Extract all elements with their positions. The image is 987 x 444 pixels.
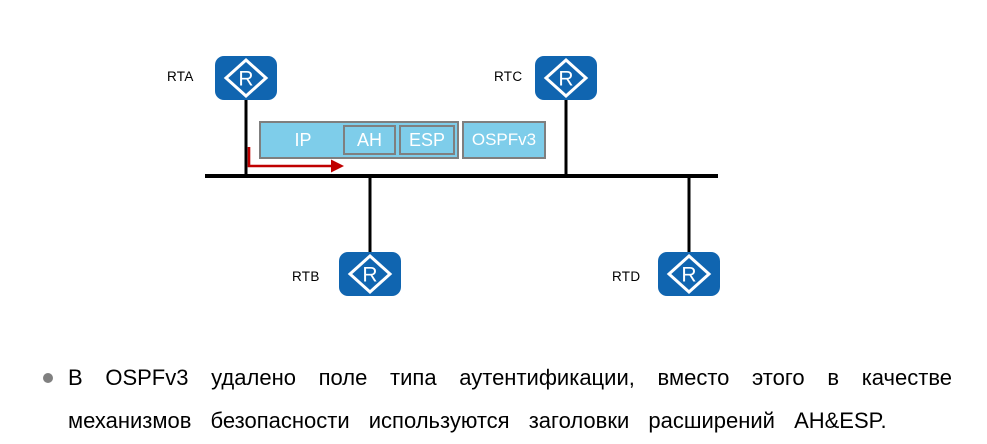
packet-segment-ip: IP [294,129,312,150]
router-rtb: R [339,252,401,296]
packet-segment-esp: ESP [399,125,455,155]
bullet-icon [43,373,53,383]
router-rtd: R [658,252,720,296]
bullet-line-2: механизмов безопасности используются заг… [68,408,887,433]
packet-segment-ah: AH [343,125,396,155]
router-icon-diamond [347,253,393,295]
router-icon: R [535,56,597,100]
router-label-rtb: RTB [292,269,320,284]
router-icon-body [658,252,720,296]
router-label-rta: RTA [167,69,194,84]
packet-flow-arrow-head [331,159,344,173]
router-rta: R [215,56,277,100]
router-icon-letter: R [362,264,377,287]
router-rtc: R [535,56,597,100]
bullet-paragraph: В OSPFv3 удалено поле типа аутентификаци… [68,356,952,442]
router-icon-letter: R [681,264,696,287]
packet-segment-ospfv3: OSPFv3 [462,121,546,159]
router-icon-letter: R [558,68,573,91]
router-icon: R [215,56,277,100]
bullet-line-1: В OSPFv3 удалено поле типа аутентификаци… [68,365,952,390]
router-icon: R [339,252,401,296]
packet-box-group: IP AH ESP [259,121,459,159]
router-icon-diamond [543,57,589,99]
router-icon-diamond [223,57,269,99]
router-icon-diamond [666,253,712,295]
router-icon: R [658,252,720,296]
router-label-rtc: RTC [494,69,523,84]
router-icon-body [215,56,277,100]
packet-flow-arrow-line [247,147,331,168]
router-icon-body [339,252,401,296]
router-icon-body [535,56,597,100]
router-icon-letter: R [238,68,253,91]
router-label-rtd: RTD [612,269,641,284]
